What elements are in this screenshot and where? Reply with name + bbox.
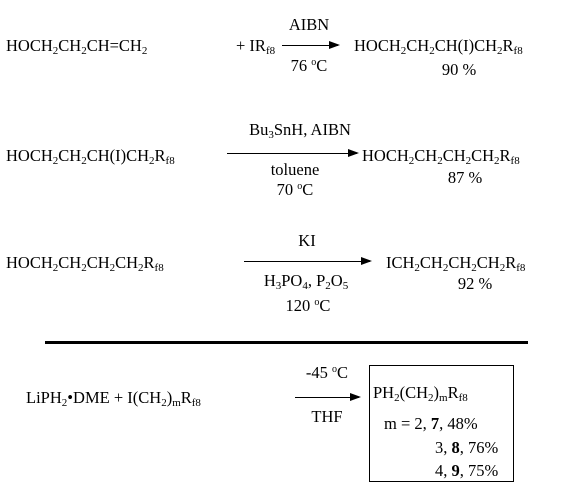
reaction-arrow — [282, 41, 340, 49]
section-divider — [45, 341, 528, 344]
yield-label: 87 % — [447, 168, 483, 187]
reactant-3-butenol: HOCH2CH2CH=CH2 — [6, 36, 148, 57]
condition-below: 76 oC — [290, 56, 328, 75]
reaction-arrow — [295, 393, 361, 401]
product-phosphine: PH2(CH2)mRf8 — [373, 383, 468, 404]
product-box — [369, 365, 514, 482]
condition-below-temperature: 120 oC — [285, 296, 331, 315]
yield-line-m4: 4, 9, 75% — [435, 461, 499, 480]
condition-above-temperature: -45 oC — [305, 363, 349, 382]
product-alcohol: HOCH2CH2CH2CH2Rf8 — [362, 146, 520, 167]
yield-line-m2: m = 2, 7, 48% — [384, 414, 478, 433]
product-iodo-alcohol: HOCH2CH2CH(I)CH2Rf8 — [354, 36, 523, 57]
condition-below-solvent: THF — [311, 407, 343, 426]
condition-below-temperature: 70 oC — [276, 180, 314, 199]
reaction-arrow — [227, 149, 359, 157]
condition-below-solvent: toluene — [270, 160, 320, 179]
condition-above-reagent: KI — [298, 231, 316, 250]
yield-label: 92 % — [457, 274, 493, 293]
condition-below-acid: H3PO4, P2O5 — [263, 271, 349, 292]
reactant-alcohol: HOCH2CH2CH2CH2Rf8 — [6, 253, 164, 274]
reaction-arrow — [244, 257, 372, 265]
reactants-phosphide-iodide: LiPH2•DME + I(CH2)mRf8 — [26, 388, 201, 409]
condition-above: AIBN — [288, 15, 330, 34]
yield-label: 90 % — [441, 60, 477, 79]
condition-above: Bu3SnH, AIBN — [249, 120, 351, 141]
reactant-perfluorooctyl-iodide: + IRf8 — [236, 36, 276, 57]
reactant-iodo-alcohol: HOCH2CH2CH(I)CH2Rf8 — [6, 146, 175, 167]
product-iodide: ICH2CH2CH2CH2Rf8 — [386, 253, 526, 274]
yield-line-m3: 3, 8, 76% — [435, 438, 499, 457]
